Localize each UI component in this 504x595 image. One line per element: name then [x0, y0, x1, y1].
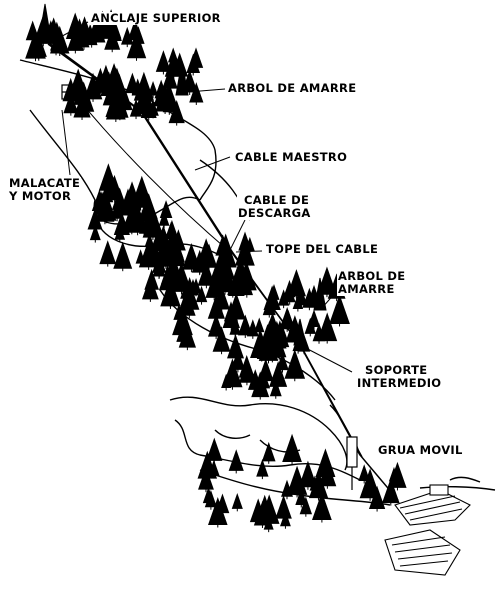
tree-icon: [195, 285, 208, 303]
tree-icon: [25, 20, 40, 41]
tree-icon: [176, 323, 190, 342]
tree-icon: [107, 181, 122, 201]
arbol-amarre-top-text: ARBOL DE AMARRE: [228, 81, 357, 95]
tree-icon: [113, 241, 133, 269]
tree-icon: [99, 182, 114, 203]
malacate-text: MALACATE: [9, 176, 81, 190]
grua-movil-text: GRUA MOVIL: [378, 443, 463, 457]
tree-icon: [121, 203, 142, 232]
label-tope-cable: TOPE DEL CABLE: [265, 242, 380, 257]
tree-icon: [382, 477, 400, 504]
intermedio-text: INTERMEDIO: [357, 376, 442, 391]
cable-de-text: CABLE DE: [244, 193, 310, 207]
anchor-tree-icon: [293, 318, 307, 346]
label-cable-maestro: CABLE MAESTRO: [234, 150, 349, 165]
tree-icon: [154, 260, 165, 276]
tree-icon: [318, 460, 337, 487]
tree-icon: [284, 349, 306, 379]
tree-icon: [163, 73, 175, 88]
tree-icon: [99, 240, 117, 265]
tree-icon: [282, 433, 302, 462]
tree-icon: [165, 221, 177, 239]
anchor-tree-icon: [175, 60, 189, 96]
tree-icon: [275, 495, 292, 519]
anchor-tree-icon: [313, 277, 327, 311]
cable-maestro-text: CABLE MAESTRO: [235, 150, 348, 164]
soporte-text: SOPORTE: [365, 363, 428, 377]
tree-icon: [196, 238, 216, 266]
tree-icon: [308, 470, 329, 499]
tree-icon: [228, 449, 244, 471]
tree-icon: [261, 441, 276, 462]
tree-icon: [215, 493, 230, 514]
forest-trees: [25, 3, 407, 533]
anchor-tree-icon: [38, 3, 52, 41]
tree-icon: [164, 237, 186, 267]
tope-cable-text: TOPE DEL CABLE: [266, 242, 379, 256]
anclaje-superior-text: ANCLAJE SUPERIOR: [91, 11, 221, 25]
tree-icon: [219, 241, 233, 261]
tree-icon: [359, 468, 381, 499]
tree-icon: [139, 193, 158, 220]
tree-icon: [197, 260, 216, 286]
tree-icon: [189, 82, 204, 103]
label-arbol-amarre-top: ARBOL DE AMARRE: [227, 81, 358, 96]
tree-icon: [298, 460, 318, 488]
tree-icon: [230, 349, 246, 370]
tree-icon: [182, 243, 201, 270]
tree-icon: [104, 26, 121, 50]
tree-icon: [178, 291, 193, 313]
log-pile: [384, 529, 461, 576]
arbol-de-text: ARBOL DE: [338, 269, 406, 283]
tree-icon: [206, 437, 223, 461]
label-arbol-amarre-right: ARBOL DE AMARRE: [337, 269, 407, 297]
terrain: [19, 59, 496, 506]
tree-icon: [294, 287, 308, 306]
label-anclaje-superior: ANCLAJE SUPERIOR: [90, 11, 222, 26]
tree-icon: [257, 358, 274, 382]
tree-icon: [231, 492, 243, 509]
grua-movil-carriage: [346, 436, 358, 490]
tree-icon: [283, 285, 296, 303]
tree-icon: [275, 327, 289, 347]
tree-icon: [155, 50, 172, 72]
tree-icon: [388, 461, 407, 488]
label-malacate-motor: MALACATE Y MOTOR: [8, 176, 82, 204]
label-soporte-intermedio: SOPORTE INTERMEDIO: [356, 363, 443, 391]
tree-icon: [317, 312, 338, 342]
label-grua-movil: GRUA MOVIL: [377, 443, 464, 458]
tree-icon: [198, 466, 214, 490]
tree-icon: [188, 47, 204, 68]
tree-icon: [256, 458, 269, 477]
descarga-text: DESCARGA: [238, 206, 311, 221]
tree-icon: [368, 485, 386, 510]
tree-icon: [276, 352, 289, 371]
cable-descarga-line: [74, 94, 231, 253]
tree-icon: [32, 40, 46, 59]
tree-icon: [227, 279, 239, 296]
tree-icon: [358, 464, 371, 481]
tree-icon: [180, 281, 192, 299]
tree-icon: [250, 328, 271, 359]
motor-text: Y MOTOR: [9, 189, 72, 204]
log-landing: [394, 484, 471, 526]
tree-icon: [329, 294, 350, 324]
tree-icon: [227, 334, 245, 359]
amarre-text: AMARRE: [338, 282, 395, 297]
label-cable-descarga: CABLE DE DESCARGA: [237, 193, 312, 221]
